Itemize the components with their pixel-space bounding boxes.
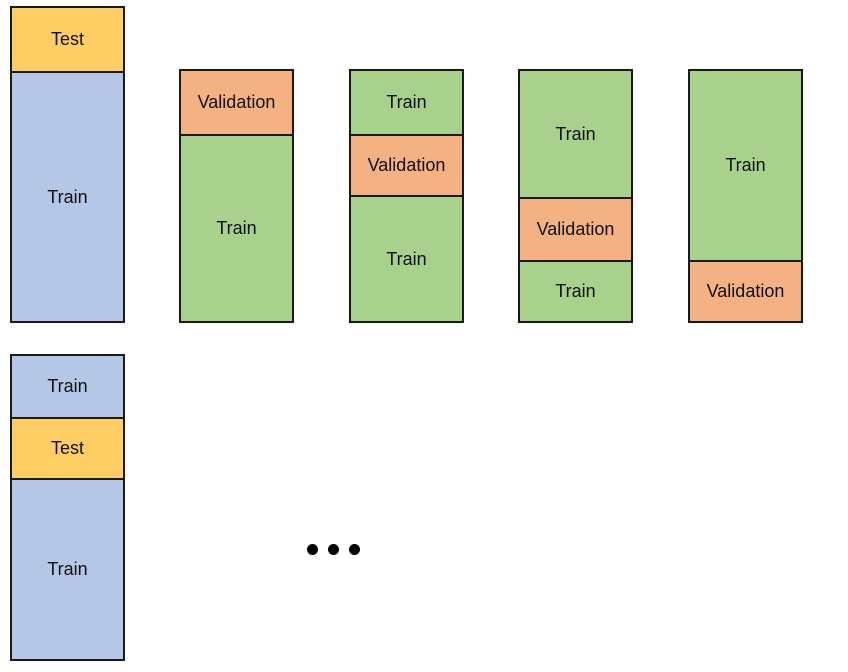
train-segment: Train — [520, 260, 631, 321]
inner-fold-3-column: Train Validation Train — [518, 69, 633, 323]
train-segment: Train — [181, 134, 292, 321]
train-segment: Train — [351, 71, 462, 134]
train-segment: Train — [690, 71, 801, 260]
inner-fold-1-column: Validation Train — [179, 69, 294, 323]
ellipsis-dot — [349, 544, 360, 555]
test-segment: Test — [12, 417, 123, 478]
inner-fold-4-column: Train Validation — [688, 69, 803, 323]
train-segment: Train — [12, 356, 123, 417]
ellipsis-dot — [328, 544, 339, 555]
inner-fold-2-column: Train Validation Train — [349, 69, 464, 323]
validation-segment: Validation — [520, 197, 631, 260]
train-segment: Train — [12, 478, 123, 659]
ellipsis-icon — [307, 544, 361, 558]
outer-split-2-column: Train Test Train — [10, 354, 125, 661]
ellipsis-dot — [307, 544, 318, 555]
train-segment: Train — [520, 71, 631, 197]
train-segment: Train — [351, 195, 462, 321]
test-segment: Test — [12, 8, 123, 71]
validation-segment: Validation — [351, 134, 462, 195]
outer-split-1-column: Test Train — [10, 6, 125, 323]
train-segment: Train — [12, 71, 123, 321]
validation-segment: Validation — [181, 71, 292, 134]
validation-segment: Validation — [690, 260, 801, 321]
